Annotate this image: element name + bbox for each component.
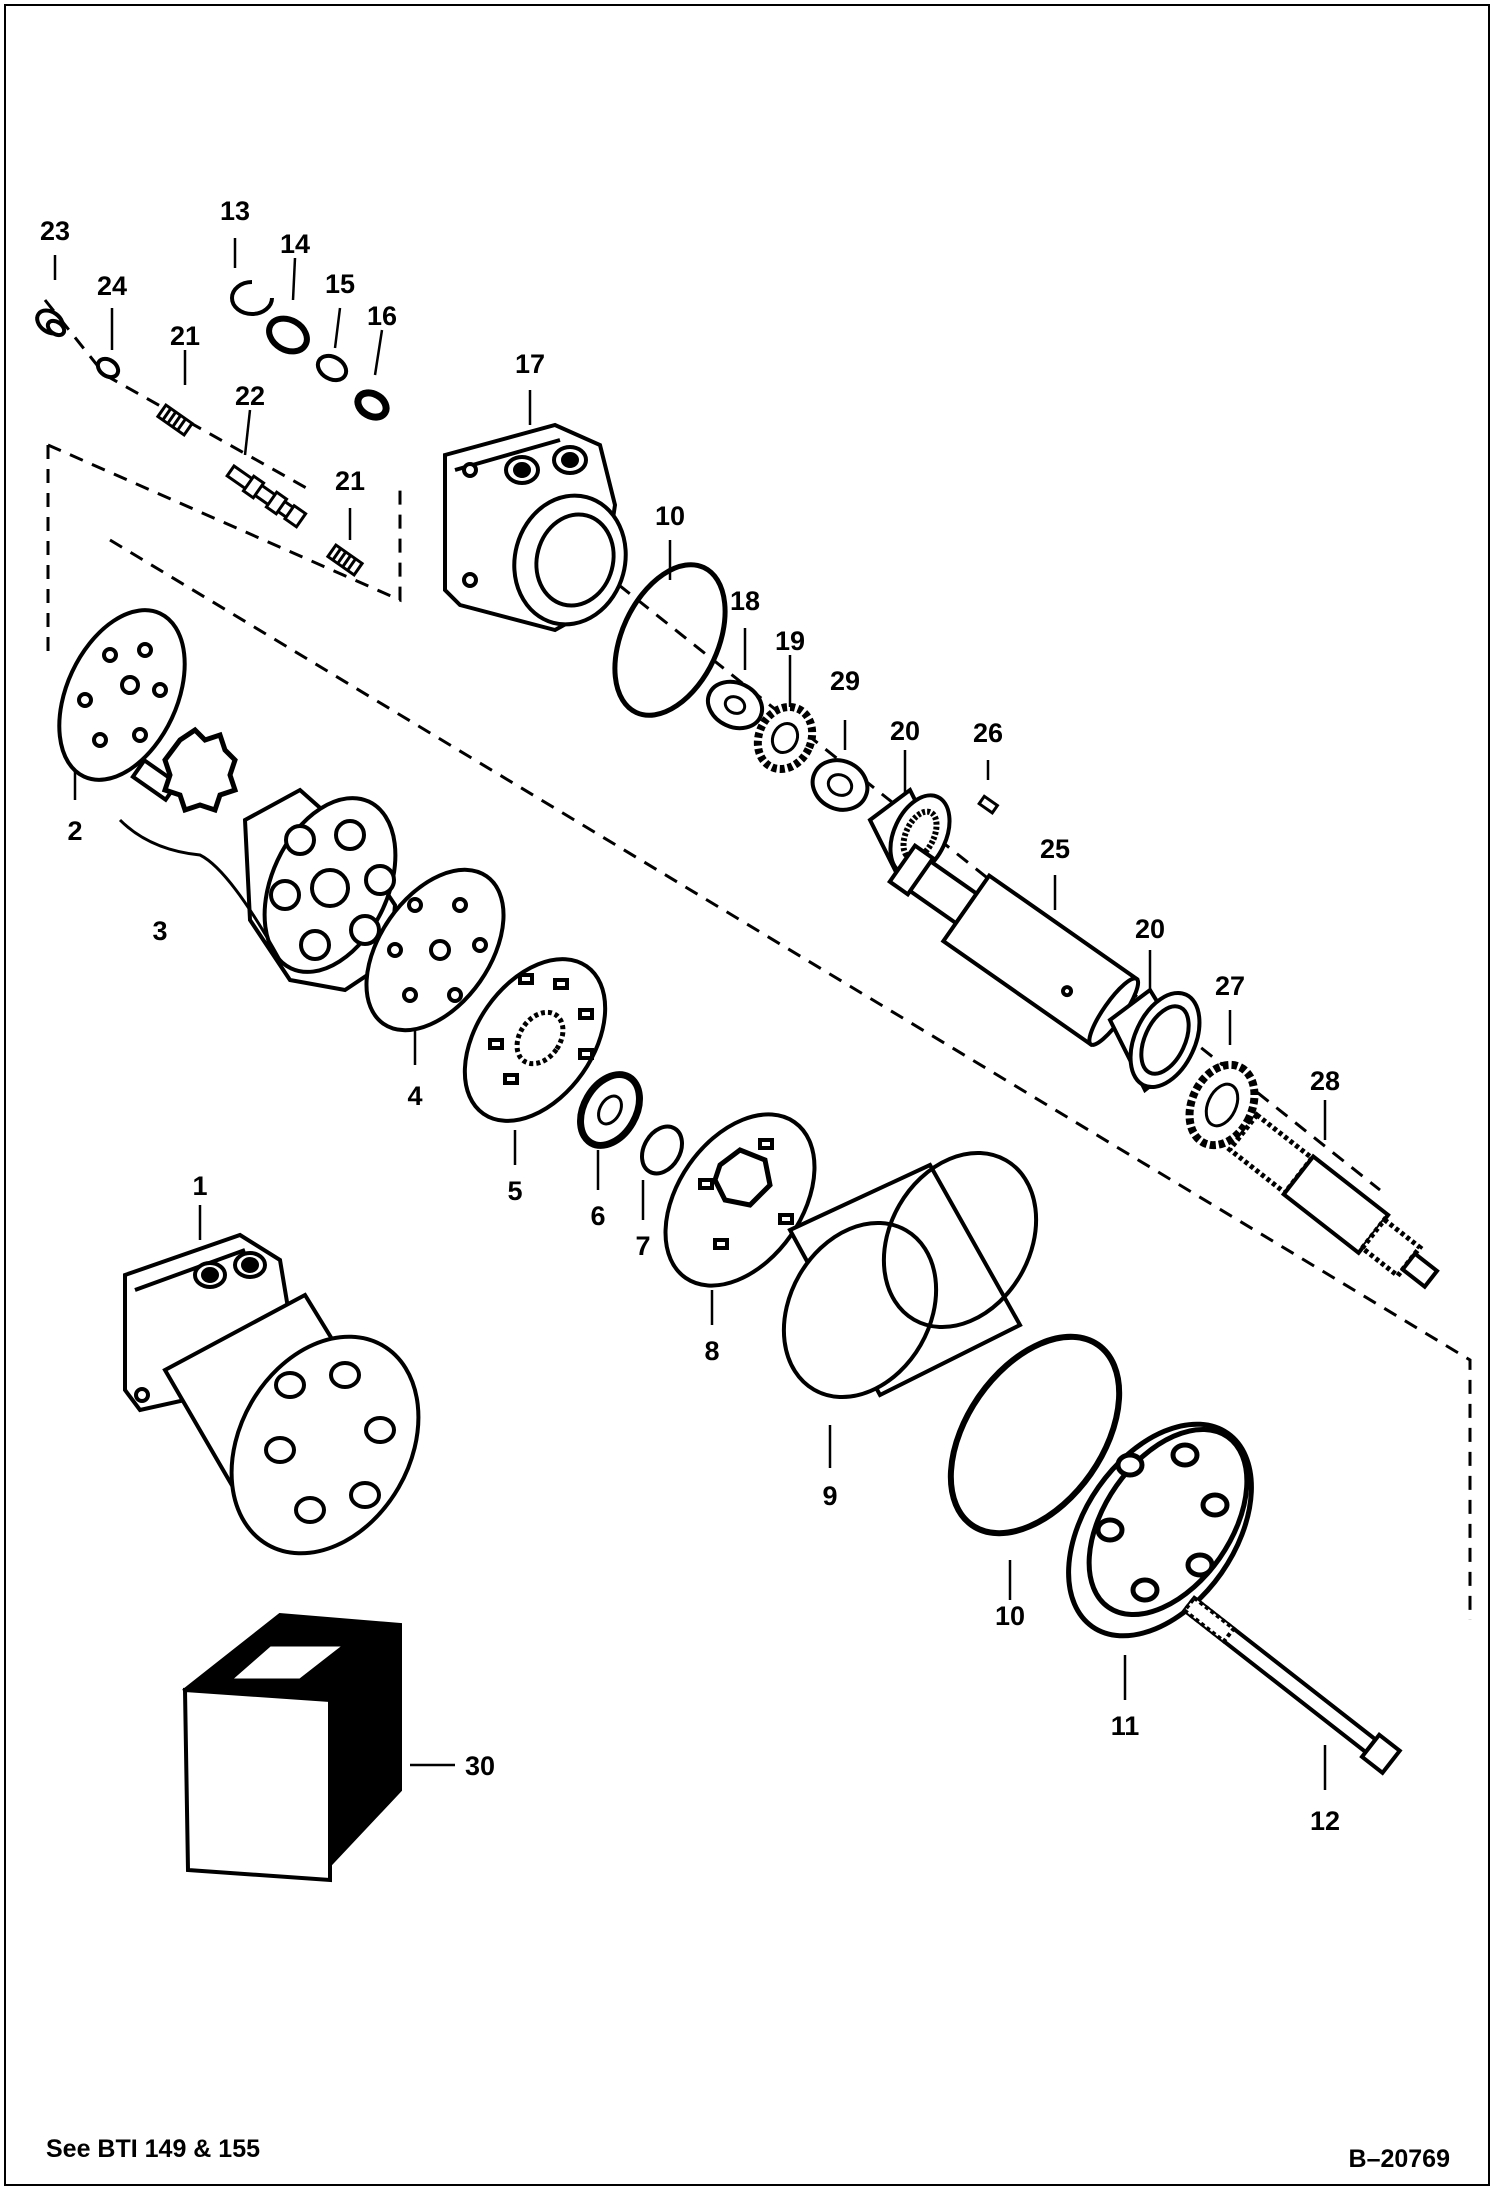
callout-17: 17 [515,349,545,379]
part-5-commutator [462,957,608,1123]
part-10-o-ring-lower [947,1333,1123,1537]
part-21-springs [155,402,365,578]
part-25-drive-shaft [886,842,1141,1048]
part-22-spool [225,463,308,529]
callout-labels: 1 2 3 4 5 6 7 8 9 10 10 11 12 13 14 15 1… [40,196,1340,1836]
callout-8: 8 [704,1336,719,1366]
part-8-manifold-plate [663,1112,817,1288]
part-14-washer [266,315,310,355]
part-7-o-ring [640,1124,684,1176]
callout-16: 16 [367,301,397,331]
callout-30: 30 [465,1751,495,1781]
part-26-key [977,794,1000,815]
callout-2: 2 [67,816,82,846]
callout-6: 6 [590,1201,605,1231]
part-3-gerotor-set [118,726,398,993]
part-29-thrust-washer [810,758,870,812]
callout-12: 12 [1310,1806,1340,1836]
callout-23: 23 [40,216,70,246]
part-13-snap-ring [230,280,274,316]
callout-1: 1 [192,1171,207,1201]
part-6-bearing [577,1071,643,1149]
callout-21-lower: 21 [335,466,365,496]
part-10-o-ring-upper [612,562,728,718]
callout-15: 15 [325,269,355,299]
part-27-bearing [1185,1060,1259,1150]
callout-3: 3 [152,916,167,946]
callout-27: 27 [1215,971,1245,1001]
callout-28: 28 [1310,1066,1340,1096]
part-30-seal-kit [182,1612,402,1883]
part-4-plate [364,867,506,1033]
callout-20-upper: 20 [890,716,920,746]
callout-13: 13 [220,196,250,226]
callout-leaders [53,238,1327,1790]
part-1-motor-assembly [123,1232,421,1556]
part-11-end-cover [1066,1421,1254,1639]
callout-14: 14 [280,229,310,259]
callout-22: 22 [235,381,265,411]
part-23-plug [35,308,67,338]
callout-18: 18 [730,586,760,616]
part-16-seal [354,389,390,421]
callout-25: 25 [1040,834,1070,864]
part-28-output-shaft [1226,1111,1440,1290]
part-24-o-ring [95,356,121,380]
drawing-number: B–20769 [1348,2145,1450,2173]
part-18-thrust-washer [705,679,765,731]
callout-5: 5 [507,1176,522,1206]
part-9-sleeve [781,1150,1039,1400]
callout-9: 9 [822,1481,837,1511]
page-border [4,4,1490,2186]
callout-10-lower: 10 [995,1601,1025,1631]
part-20-bearing-lower [1107,987,1202,1094]
callout-20-lower: 20 [1135,914,1165,944]
callout-26: 26 [973,718,1003,748]
callout-19: 19 [775,626,805,656]
callout-29: 29 [830,666,860,696]
callout-24: 24 [97,271,127,301]
reference-note: See BTI 149 & 155 [46,2135,261,2163]
callout-7: 7 [635,1231,650,1261]
assembly-guide-lines [43,299,1472,1620]
part-12-bolt [1181,1595,1403,1776]
part-2-end-plate [57,608,187,782]
part-20-bearing-upper [867,786,952,884]
callout-4: 4 [407,1081,422,1111]
callout-11: 11 [1111,1711,1140,1741]
part-17-housing [443,422,628,633]
callout-21-upper: 21 [170,321,200,351]
part-15-o-ring [315,353,349,383]
callout-10-upper: 10 [655,501,685,531]
